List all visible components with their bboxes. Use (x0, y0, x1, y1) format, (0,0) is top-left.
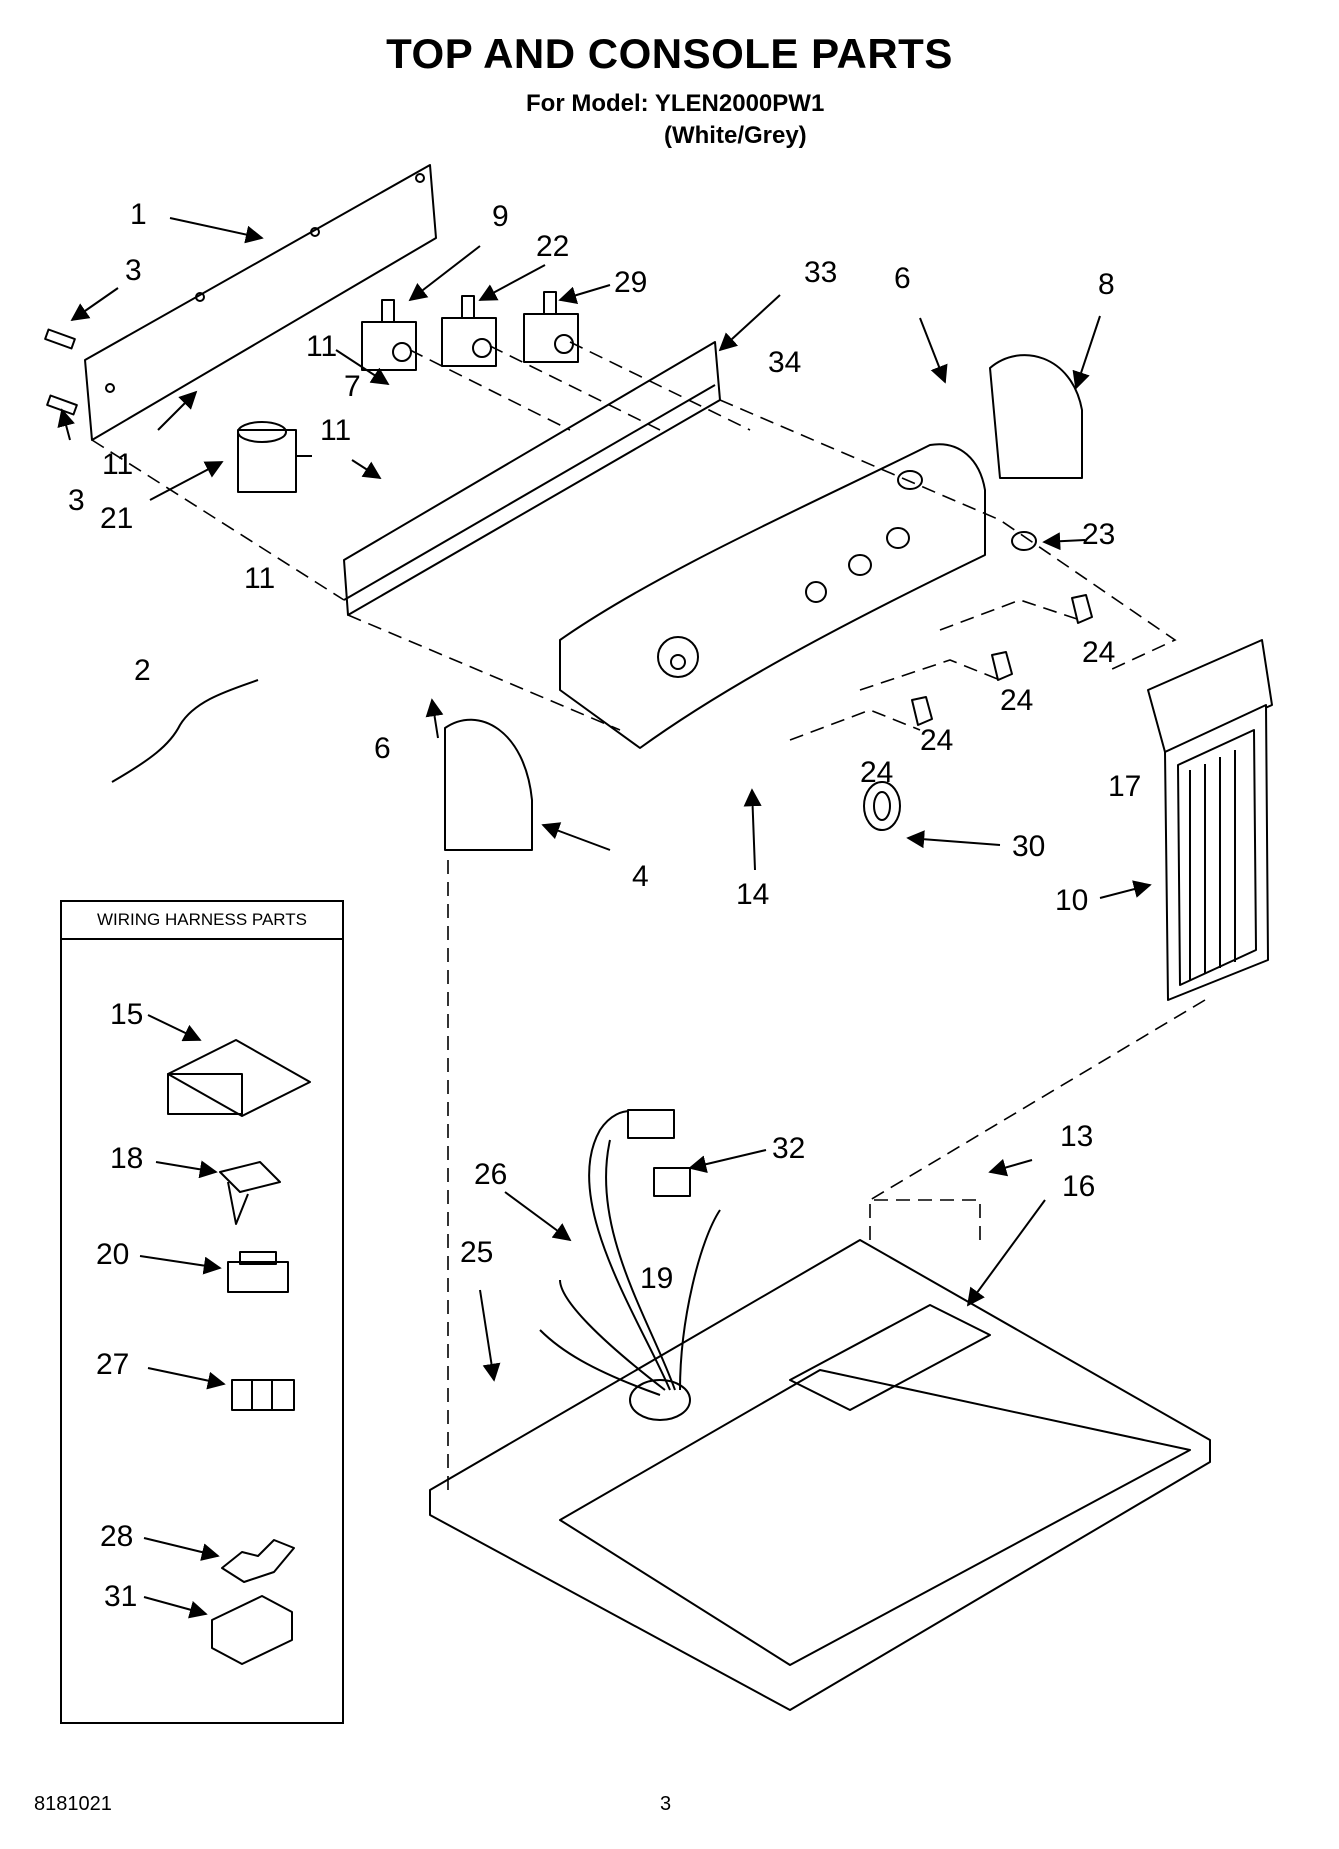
callout-11c: 11 (320, 414, 351, 447)
callout-4: 4 (632, 860, 649, 893)
callout-29: 29 (614, 266, 647, 299)
wire-part (111, 679, 259, 783)
temperature-switch-part (441, 295, 497, 367)
callout-24: 24 (1082, 636, 1115, 669)
callout-11: 11 (306, 330, 337, 363)
wiring-harness-title: WIRING HARNESS PARTS (62, 902, 342, 940)
callout-33: 33 (804, 256, 837, 289)
callout-25: 25 (460, 1236, 493, 1269)
harness-clip-18 (219, 1161, 281, 1225)
callout-3b: 3 (68, 484, 85, 517)
callout-10: 10 (1055, 884, 1088, 917)
callout-19: 19 (640, 1262, 673, 1295)
callout-31: 31 (104, 1580, 137, 1613)
console-part (559, 443, 986, 749)
harness-connector-31 (211, 1595, 293, 1665)
callout-21: 21 (100, 502, 133, 535)
callout-7: 7 (344, 370, 361, 403)
callout-15: 15 (110, 998, 143, 1031)
callout-27: 27 (96, 1348, 129, 1381)
callout-14: 14 (736, 878, 769, 911)
knob-part (863, 594, 1093, 831)
callout-16: 16 (1062, 1170, 1095, 1203)
callout-11d: 11 (244, 562, 275, 595)
lens-part (1011, 531, 1037, 551)
callout-34: 34 (768, 346, 801, 379)
callout-9: 9 (492, 200, 509, 233)
callout-32: 32 (772, 1132, 805, 1165)
left-end-cap-part (444, 718, 533, 851)
callout-30: 30 (1012, 830, 1045, 863)
right-end-cap-part (989, 354, 1083, 479)
callout-2: 2 (134, 654, 151, 687)
callout-1: 1 (130, 198, 147, 231)
callout-28: 28 (100, 1520, 133, 1553)
back-panel-part (84, 164, 437, 441)
harness-connector-27 (231, 1379, 295, 1411)
selector-switch-part (523, 291, 579, 363)
harness-connector-15 (167, 1039, 311, 1117)
callout-6: 6 (894, 262, 911, 295)
model-label: For Model: YLEN2000PW1 (526, 90, 825, 117)
callout-23: 23 (1082, 518, 1115, 551)
lint-screen-part (1147, 639, 1273, 1001)
callout-13: 13 (1060, 1120, 1093, 1153)
page-title: TOP AND CONSOLE PARTS (386, 30, 953, 77)
push-to-start-switch-part (361, 299, 417, 371)
callout-8: 8 (1098, 268, 1115, 301)
top-panel-part (429, 1239, 1211, 1711)
page-number: 3 (660, 1793, 672, 1815)
color-variant-label: (White/Grey) (664, 122, 807, 149)
harness-terminal-28 (221, 1539, 295, 1583)
document-number: 8181021 (34, 1793, 112, 1815)
wiring-harness-box: WIRING HARNESS PARTS (60, 900, 344, 1724)
harness-connector-20 (227, 1251, 289, 1293)
console-bracket-part (343, 341, 721, 616)
callout-24b: 24 (1000, 684, 1033, 717)
callout-3: 3 (125, 254, 142, 287)
callout-24c: 24 (920, 724, 953, 757)
callout-20: 20 (96, 1238, 129, 1271)
callout-22: 22 (536, 230, 569, 263)
timer-part (237, 421, 312, 493)
callout-11b: 11 (102, 448, 133, 481)
callout-24d: 24 (860, 756, 893, 789)
callout-18: 18 (110, 1142, 143, 1175)
screw-part (44, 328, 78, 416)
wiring-harness-part (539, 1109, 721, 1396)
callout-26: 26 (474, 1158, 507, 1191)
callout-17: 17 (1108, 770, 1141, 803)
callout-6b: 6 (374, 732, 391, 765)
